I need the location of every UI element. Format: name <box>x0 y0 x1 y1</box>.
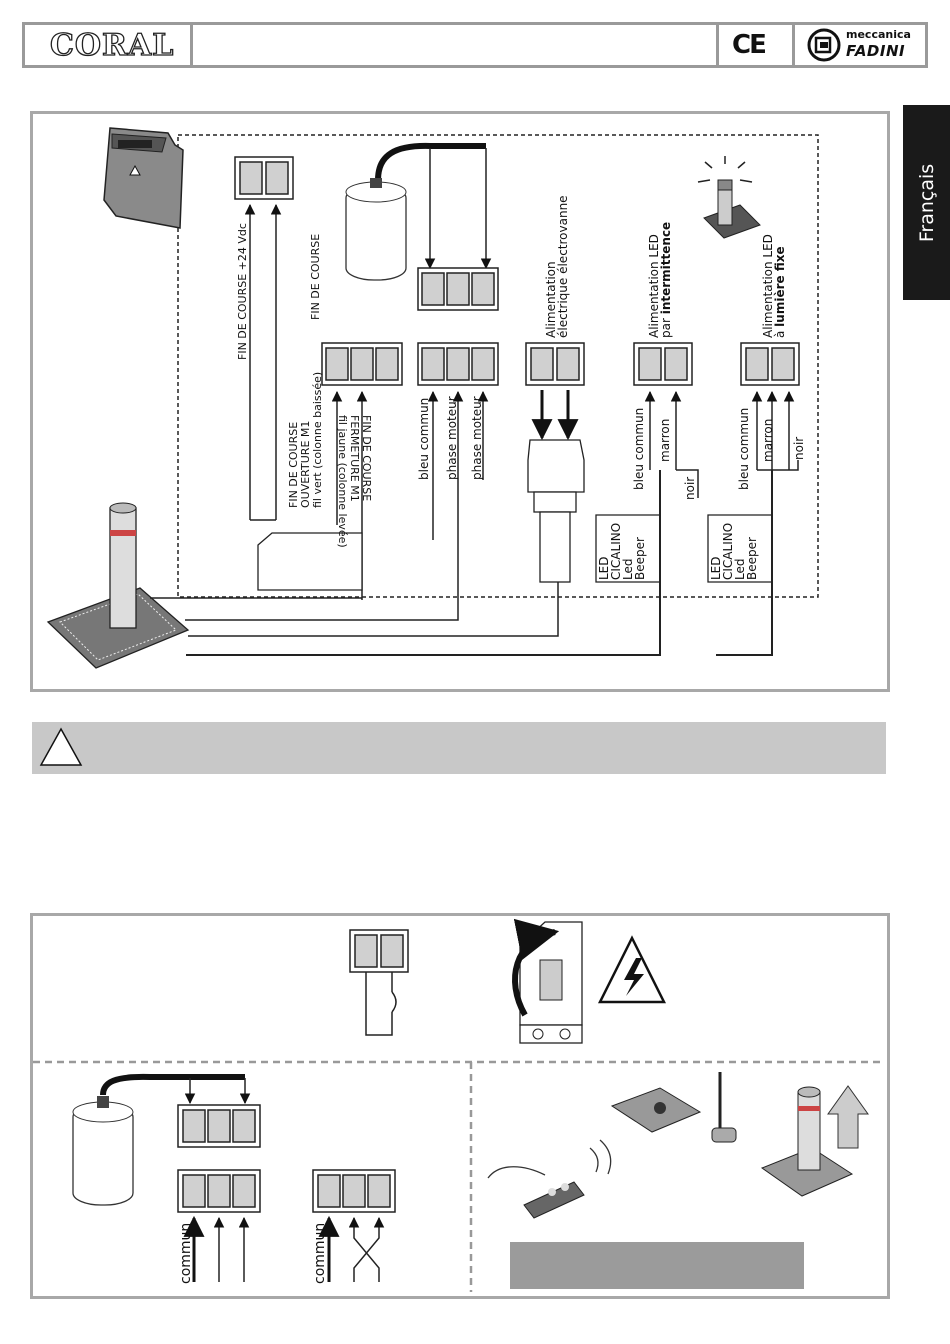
led-fixe-prefix: à <box>773 326 787 338</box>
wiring-diagram <box>46 127 819 669</box>
electric-hazard-icon <box>597 935 667 1004</box>
electrovanne-line-2: électrique électrovanne <box>556 195 570 338</box>
label-bleu-commun-2: bleu commun <box>632 407 646 490</box>
antenna-icon <box>711 1072 737 1143</box>
setup-diagrams <box>33 918 884 1292</box>
label-fc-ouverture: FIN DE COURSE OUVERTURE M1 fil vert (col… <box>287 371 324 508</box>
header-bottom-rule <box>22 65 928 68</box>
fadini-logo-icon <box>807 28 841 62</box>
grey-note-box <box>510 1242 804 1289</box>
bollard-icon <box>46 502 190 669</box>
raised-bollard-icon <box>760 1085 869 1197</box>
led-fixe-bold: lumière fixe <box>773 246 787 327</box>
floor-plate-icon <box>610 1087 702 1133</box>
fc-fermeture-line-1: FIN DE COURSE <box>360 415 373 502</box>
fc-fermeture-line-2: FERMETURE M1 <box>348 415 361 502</box>
beeper-beeper: Beeper <box>633 537 647 580</box>
label-electrovanne: Alimentation électrique électrovanne <box>544 195 570 338</box>
label-marron-1: marron <box>658 418 672 462</box>
fc-ouverture-line-3: fil vert (colonne baissée) <box>311 371 324 508</box>
fc-fermeture-line-3: fil jaune (colonne levée) <box>336 415 349 548</box>
warning-bar <box>32 722 886 774</box>
label-beeper-1: LED CICALINO Led Beeper <box>597 523 647 580</box>
led-intermittence-prefix: par <box>659 314 673 338</box>
ce-mark: CE <box>732 30 767 60</box>
beeper-beeper: Beeper <box>745 537 759 580</box>
control-box-icon <box>103 127 184 229</box>
warning-triangle-icon <box>39 727 83 766</box>
label-noir-2: noir <box>792 436 806 460</box>
header-divider <box>925 24 928 66</box>
remote-control-icon <box>487 1139 612 1219</box>
led-fixe-line-2: à lumière fixe <box>773 234 787 338</box>
header-divider <box>792 24 795 66</box>
brand-fadini: FADINI <box>846 42 906 60</box>
led-intermittence-line-2: par intermittence <box>659 221 673 338</box>
label-commun-2: commun <box>312 1222 328 1284</box>
header-divider <box>716 24 719 66</box>
label-fin-course-24: FIN DE COURSE +24 Vdc <box>236 223 249 360</box>
label-led-intermittence: Alimentation LED par intermittence <box>647 221 673 338</box>
label-marron-2: marron <box>761 418 775 462</box>
label-bleu-commun-1: bleu commun <box>417 397 431 480</box>
setup-panel <box>30 913 890 1299</box>
coral-logo: CORAL <box>49 27 175 63</box>
label-commun-1: commun <box>178 1222 194 1284</box>
led-intermittence-bold: intermittence <box>659 221 673 315</box>
language-tab: Français <box>903 105 950 300</box>
header-top-rule <box>22 22 928 25</box>
label-noir-1: noir <box>683 476 697 500</box>
label-bleu-commun-3: bleu commun <box>737 407 751 490</box>
circuit-breaker-icon <box>512 918 583 1044</box>
label-fin-course: FIN DE COURSE <box>309 233 322 320</box>
brand-meccanica: meccanica <box>846 28 911 41</box>
header-divider <box>190 24 193 66</box>
flashing-bollard-icon <box>697 156 761 239</box>
label-phase-moteur-2: phase moteur <box>470 396 484 480</box>
label-fc-fermeture: FIN DE COURSE FERMETURE M1 fil jaune (co… <box>336 415 373 548</box>
label-beeper-2: LED CICALINO Led Beeper <box>709 523 759 580</box>
header-divider <box>22 24 25 66</box>
label-led-fixe: Alimentation LED à lumière fixe <box>761 234 787 338</box>
label-phase-moteur-1: phase moteur <box>445 396 459 480</box>
